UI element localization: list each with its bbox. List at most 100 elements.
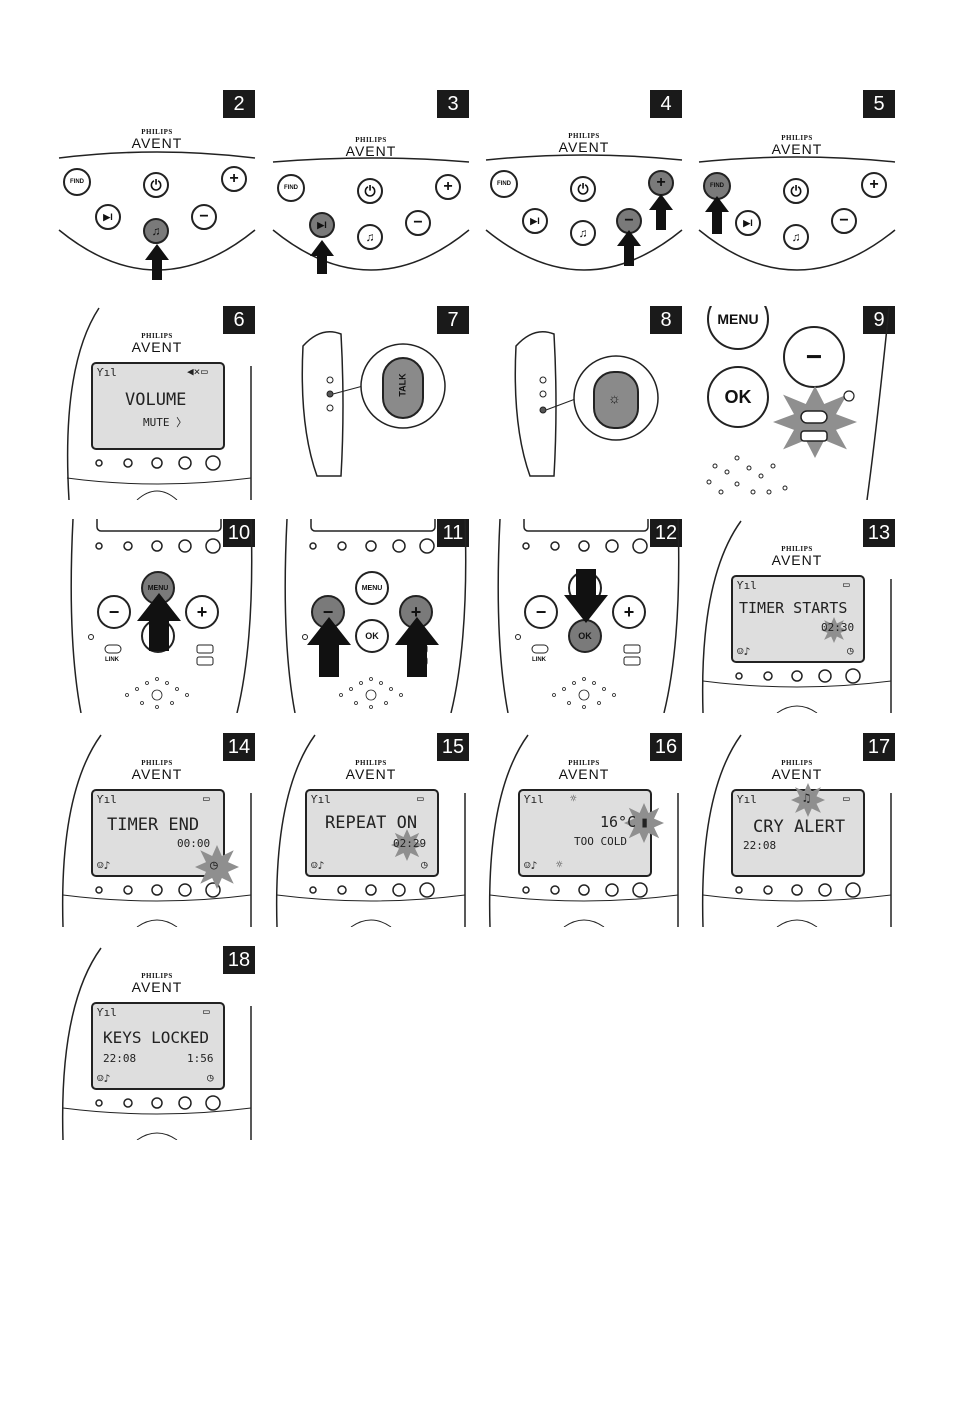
minus-button[interactable]: − xyxy=(783,326,845,388)
signal-icon: Ƴıl xyxy=(524,793,544,806)
step-number: 12 xyxy=(650,519,682,547)
face-icon: ☺♪ xyxy=(97,859,111,872)
step-number: 9 xyxy=(863,306,895,334)
music-button[interactable]: ♫ xyxy=(783,224,809,250)
screen-line-1: TIMER STARTS xyxy=(739,599,848,617)
timer-icon: ◷ xyxy=(421,858,428,871)
key-row xyxy=(95,455,221,471)
play-button[interactable]: ▶I xyxy=(522,208,548,234)
minus-button[interactable]: − xyxy=(97,595,131,629)
step-number: 11 xyxy=(437,519,469,547)
battery-icon: ▭ xyxy=(203,1005,210,1018)
plus-button[interactable]: + xyxy=(861,172,887,198)
music-button[interactable]: ♫ xyxy=(570,220,596,246)
talk-button-label[interactable]: TALK xyxy=(397,373,408,397)
lcd-screen: Ƴıl ▭ CRY ALERT 22:08 xyxy=(731,789,865,877)
arrow-up-icon xyxy=(617,194,673,266)
screen-line-2: 22:08 xyxy=(103,1052,137,1065)
plus-button[interactable]: + xyxy=(221,166,247,192)
sun-icon: ☼ xyxy=(570,792,577,805)
battery-icon: ▭ xyxy=(417,792,424,805)
unit-outline xyxy=(61,734,252,927)
step-number: 2 xyxy=(223,90,255,118)
ok-button[interactable]: OK xyxy=(707,366,769,428)
step-number: 3 xyxy=(437,90,469,118)
bell-icon: ♫ xyxy=(803,791,811,805)
lcd-screen: Ƴıl ▭ TIMER END 00:00 ☺♪ xyxy=(91,789,225,877)
music-button[interactable]: ♫ xyxy=(357,224,383,250)
battery-icon: ▭ xyxy=(201,365,208,378)
panel-11: 11 − MENU + OK xyxy=(271,519,471,713)
menu-button[interactable]: MENU xyxy=(355,571,389,605)
lcd-screen: Ƴıl ☼ 16°C ▮ TOO COLD ☺♪ ☼ xyxy=(518,789,664,877)
power-button[interactable]: ⏻ xyxy=(357,178,383,204)
play-button[interactable]: ▶I xyxy=(309,212,335,238)
screen-line-1: VOLUME xyxy=(125,390,187,410)
timer-icon: ◷ xyxy=(210,858,218,873)
find-button[interactable]: FIND xyxy=(63,168,91,196)
menu-button[interactable]: MENU xyxy=(707,306,769,350)
minus-button[interactable]: − xyxy=(405,210,431,236)
unit-outline xyxy=(701,520,892,713)
find-button[interactable]: FIND xyxy=(490,170,518,198)
unit-outline xyxy=(485,154,683,271)
minus-button[interactable]: − xyxy=(191,204,217,230)
plus-button[interactable]: + xyxy=(435,174,461,200)
face-icon: ☺♪ xyxy=(311,859,325,872)
screen-line-1: KEYS LOCKED xyxy=(103,1028,209,1047)
play-button[interactable]: ▶I xyxy=(95,204,121,230)
night-light-icon[interactable]: ☼ xyxy=(608,390,621,406)
plus-button[interactable]: + xyxy=(185,595,219,629)
power-button[interactable]: ⏻ xyxy=(570,176,596,202)
unit-outline xyxy=(866,307,890,500)
signal-icon: Ƴıl xyxy=(737,579,757,592)
ok-button[interactable]: OK xyxy=(355,619,389,653)
unit-outline xyxy=(66,307,252,500)
minus-button[interactable]: − xyxy=(524,595,558,629)
step-number: 13 xyxy=(863,519,895,547)
timer-icon: ◷ xyxy=(207,1071,214,1084)
step-number: 17 xyxy=(863,733,895,761)
unit-outline xyxy=(497,519,680,713)
battery-icon: ▭ xyxy=(843,578,850,591)
face-icon: ☺♪ xyxy=(737,645,751,658)
plus-button[interactable]: + xyxy=(612,595,646,629)
screen-line-2: 02:30 xyxy=(821,621,855,634)
plus-button[interactable]: + xyxy=(648,170,674,196)
screen-line-2: MUTE 〉 xyxy=(143,416,188,429)
power-button[interactable]: ⏻ xyxy=(783,178,809,204)
arrow-up-icon xyxy=(145,244,169,280)
play-button[interactable]: ▶I xyxy=(735,210,761,236)
minus-button[interactable]: − xyxy=(831,208,857,234)
speaker-mute-icon: ◀× xyxy=(187,365,201,378)
music-button[interactable]: ♫ xyxy=(143,218,169,244)
step-number: 5 xyxy=(863,90,895,118)
signal-icon: Ƴıl xyxy=(737,793,757,806)
battery-icon: ▭ xyxy=(203,792,210,805)
unit-outline xyxy=(61,947,252,1140)
unit-outline xyxy=(698,156,896,271)
highlight-burst xyxy=(624,803,664,843)
find-button[interactable]: FIND xyxy=(277,174,305,202)
link-label: LINK xyxy=(105,657,119,663)
step-number: 10 xyxy=(223,519,255,547)
signal-icon: Ƴıl xyxy=(311,793,331,806)
lcd-screen: Ƴıl ▭ TIMER STARTS 02:30 ☺♪ ◷ xyxy=(731,575,865,663)
highlight-burst xyxy=(195,845,239,889)
power-button[interactable]: ⏻ xyxy=(143,172,169,198)
step-number: 6 xyxy=(223,306,255,334)
